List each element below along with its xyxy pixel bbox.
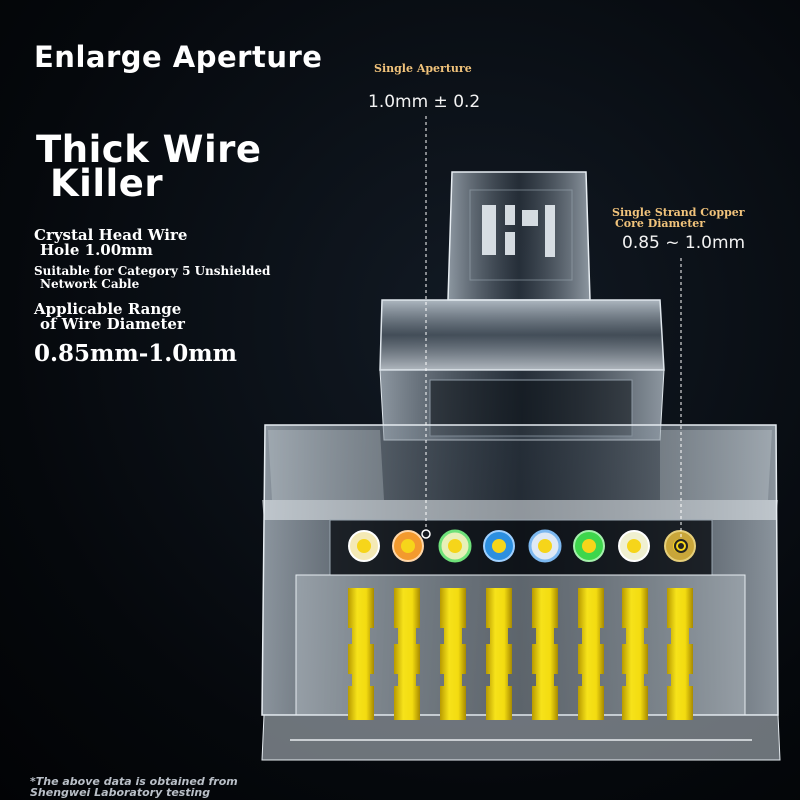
spec-category: Suitable for Category 5 Unshielded Netwo… (34, 265, 270, 291)
gold-contacts (348, 588, 693, 720)
aperture-value: 1.0mm ± 0.2 (368, 92, 481, 112)
footnote-line-2: Shengwei Laboratory testing (30, 786, 211, 799)
spec-range-line-1: Applicable Range (34, 300, 182, 318)
spec-hole: Crystal Head Wire Hole 1.00mm (34, 228, 187, 258)
headline-line-1: Thick Wire (36, 128, 262, 171)
copper-label-line-2: Core Diameter (615, 217, 706, 230)
aperture-label: Single Aperture (374, 62, 472, 75)
wire-ends (348, 529, 696, 563)
copper-label: Single Strand Copper Core Diameter (612, 207, 745, 229)
connector-latch (447, 171, 591, 301)
copper-value: 0.85 ~ 1.0mm (622, 233, 746, 253)
footnote: *The above data is obtained from Shengwe… (30, 776, 238, 798)
connector-body (261, 424, 781, 761)
spec-range-line-2: of Wire Diameter (40, 315, 185, 333)
spec-category-line-1: Suitable for Category 5 Unshielded (34, 264, 271, 278)
spec-range-label: Applicable Range of Wire Diameter (34, 302, 185, 332)
spec-range-value: 0.85mm-1.0mm (34, 340, 237, 367)
spec-category-line-2: Network Cable (40, 277, 140, 291)
aperture-marker (421, 529, 431, 539)
copper-label-line-1: Single Strand Copper (612, 206, 745, 219)
connector-shoulder (379, 299, 665, 441)
callout-leaders (421, 116, 688, 553)
spec-hole-line-1: Crystal Head Wire (34, 226, 188, 244)
footnote-line-1: *The above data is obtained from (30, 775, 238, 788)
headline: Thick Wire Killer (36, 128, 262, 205)
headline-line-2: Killer (50, 162, 164, 205)
spec-hole-line-2: Hole 1.00mm (40, 241, 153, 259)
copper-marker (674, 539, 688, 553)
page-title: Enlarge Aperture (34, 40, 323, 74)
